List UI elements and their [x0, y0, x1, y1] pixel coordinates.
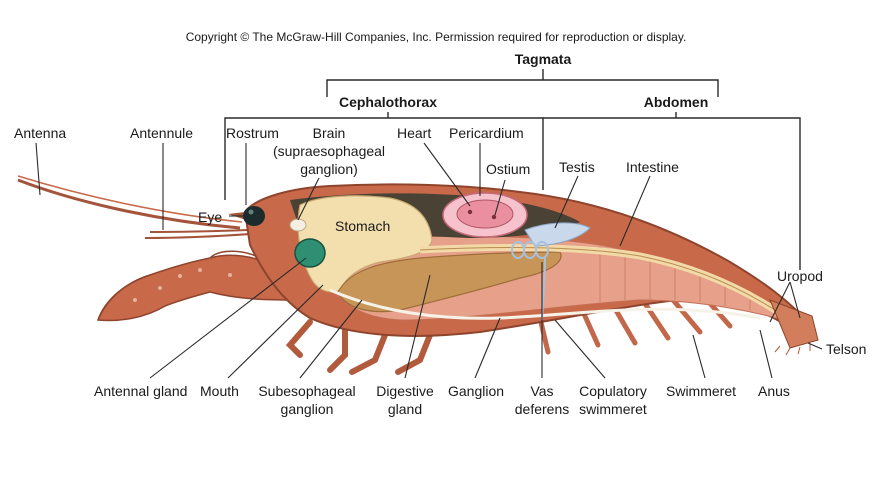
antenna-illustration — [17, 175, 243, 230]
brain-ganglion-illustration — [289, 218, 307, 232]
label-brain-line2: (supraesophageal — [273, 143, 385, 159]
ostium-secondary — [467, 209, 473, 215]
abdomen-label: Abdomen — [644, 94, 709, 110]
eye-illustration — [243, 206, 265, 226]
label-mouth: Mouth — [200, 383, 239, 399]
label-swimmeret: Swimmeret — [666, 383, 736, 399]
stomach-illustration — [297, 195, 433, 293]
label-vas-deferens: Vas — [530, 383, 553, 399]
label-ostium: Ostium — [486, 161, 530, 177]
label-subesophageal: Subesophageal — [258, 383, 355, 399]
walking-legs — [285, 319, 433, 375]
label-brain: Brain — [313, 125, 346, 141]
label-anus: Anus — [758, 383, 790, 399]
ventral-nerve-cord — [329, 288, 761, 320]
vas-deferens-illustration — [511, 241, 549, 321]
label-digestive-gland: Digestive — [376, 383, 434, 399]
label-digestive-gland-line2: gland — [388, 401, 422, 417]
label-telson: Telson — [826, 341, 866, 357]
tagmata-title: Tagmata — [515, 51, 572, 67]
label-antenna: Antenna — [14, 125, 66, 141]
label-pericardium: Pericardium — [449, 125, 524, 141]
label-rostrum: Rostrum — [226, 125, 279, 141]
label-testis: Testis — [559, 159, 595, 175]
cheliped-claw — [96, 250, 301, 322]
label-ganglion: Ganglion — [448, 383, 504, 399]
intestine-outline — [419, 247, 791, 321]
structure-labels: Antenna Antennule Rostrum Brain (supraes… — [14, 125, 866, 417]
ostium-illustration — [491, 214, 497, 220]
label-antennal-gland: Antennal gland — [94, 383, 187, 399]
cephalothorax-label: Cephalothorax — [339, 94, 437, 110]
copyright-notice: Copyright © The McGraw-Hill Companies, I… — [186, 30, 687, 44]
crayfish-illustration — [17, 175, 819, 375]
tail-fringe — [774, 344, 811, 356]
label-stomach: Stomach — [335, 218, 390, 234]
leader-lines — [35, 142, 823, 379]
heart-illustration — [456, 199, 514, 229]
label-heart: Heart — [397, 125, 431, 141]
tagmata-bracket: Tagmata Cephalothorax Abdomen — [224, 51, 801, 270]
label-eye: Eye — [198, 209, 222, 225]
label-brain-line3: ganglion) — [300, 161, 358, 177]
label-copulatory-swimmeret-line2: swimmeret — [579, 401, 647, 417]
label-antennule: Antennule — [130, 125, 193, 141]
label-intestine: Intestine — [626, 159, 679, 175]
label-copulatory-swimmeret: Copulatory — [579, 383, 647, 399]
label-uropod: Uropod — [777, 268, 823, 284]
label-vas-deferens-line2: deferens — [515, 401, 569, 417]
testis-illustration — [524, 222, 591, 247]
label-subesophageal-line2: ganglion — [281, 401, 334, 417]
eye-highlight — [248, 209, 254, 215]
antennule-illustration — [144, 229, 251, 239]
